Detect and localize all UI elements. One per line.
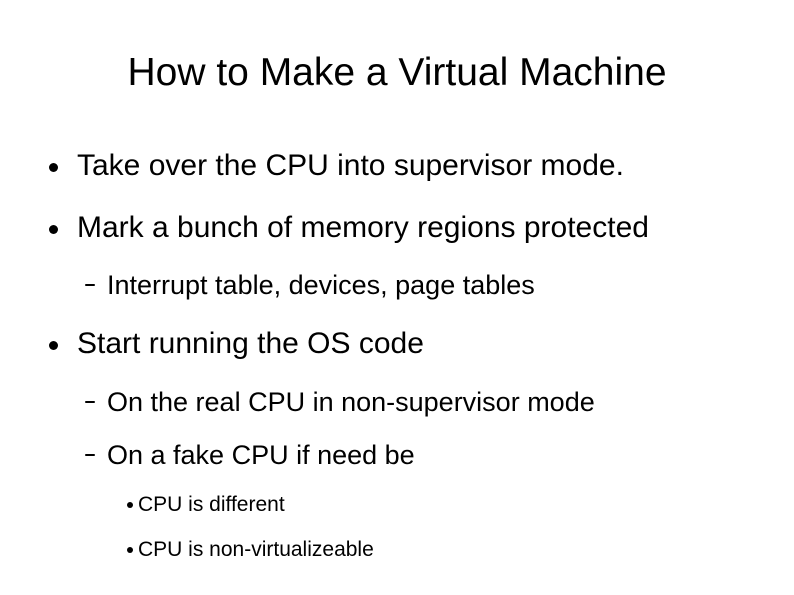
bullet-start-running-os: Start running the OS code — [0, 326, 794, 362]
slide-title: How to Make a Virtual Machine — [127, 51, 667, 94]
subbullet-interrupt-table: Interrupt table, devices, page tables — [0, 269, 794, 301]
dash-icon — [85, 284, 95, 286]
bullet-dot-icon — [127, 502, 133, 508]
bullet-dot-icon — [49, 225, 58, 234]
bullet-dot-icon — [49, 341, 58, 350]
dash-icon — [85, 454, 95, 456]
bullet-text: Start running the OS code — [77, 327, 424, 360]
bullet-text: CPU is non-virtualizeable — [138, 538, 374, 561]
bullet-text: CPU is different — [138, 493, 285, 516]
bullet-text: Take over the CPU into supervisor mode. — [77, 149, 624, 182]
bullet-text: On the real CPU in non-supervisor mode — [107, 387, 595, 417]
bullet-mark-memory-regions: Mark a bunch of memory regions protected — [0, 210, 794, 246]
bullet-dot-icon — [49, 163, 58, 172]
bullet-take-over-cpu: Take over the CPU into supervisor mode. — [0, 148, 794, 184]
bullet-text: Mark a bunch of memory regions protected — [77, 211, 649, 244]
subbullet-real-cpu: On the real CPU in non-supervisor mode — [0, 386, 794, 418]
bullet-text: Interrupt table, devices, page tables — [107, 270, 535, 300]
bullet-dot-icon — [127, 547, 133, 553]
subsubbullet-cpu-non-virtualizeable: CPU is non-virtualizeable — [0, 537, 794, 562]
subbullet-fake-cpu: On a fake CPU if need be — [0, 439, 794, 471]
bullet-text: On a fake CPU if need be — [107, 440, 415, 470]
subsubbullet-cpu-different: CPU is different — [0, 492, 794, 517]
dash-icon — [85, 401, 95, 403]
